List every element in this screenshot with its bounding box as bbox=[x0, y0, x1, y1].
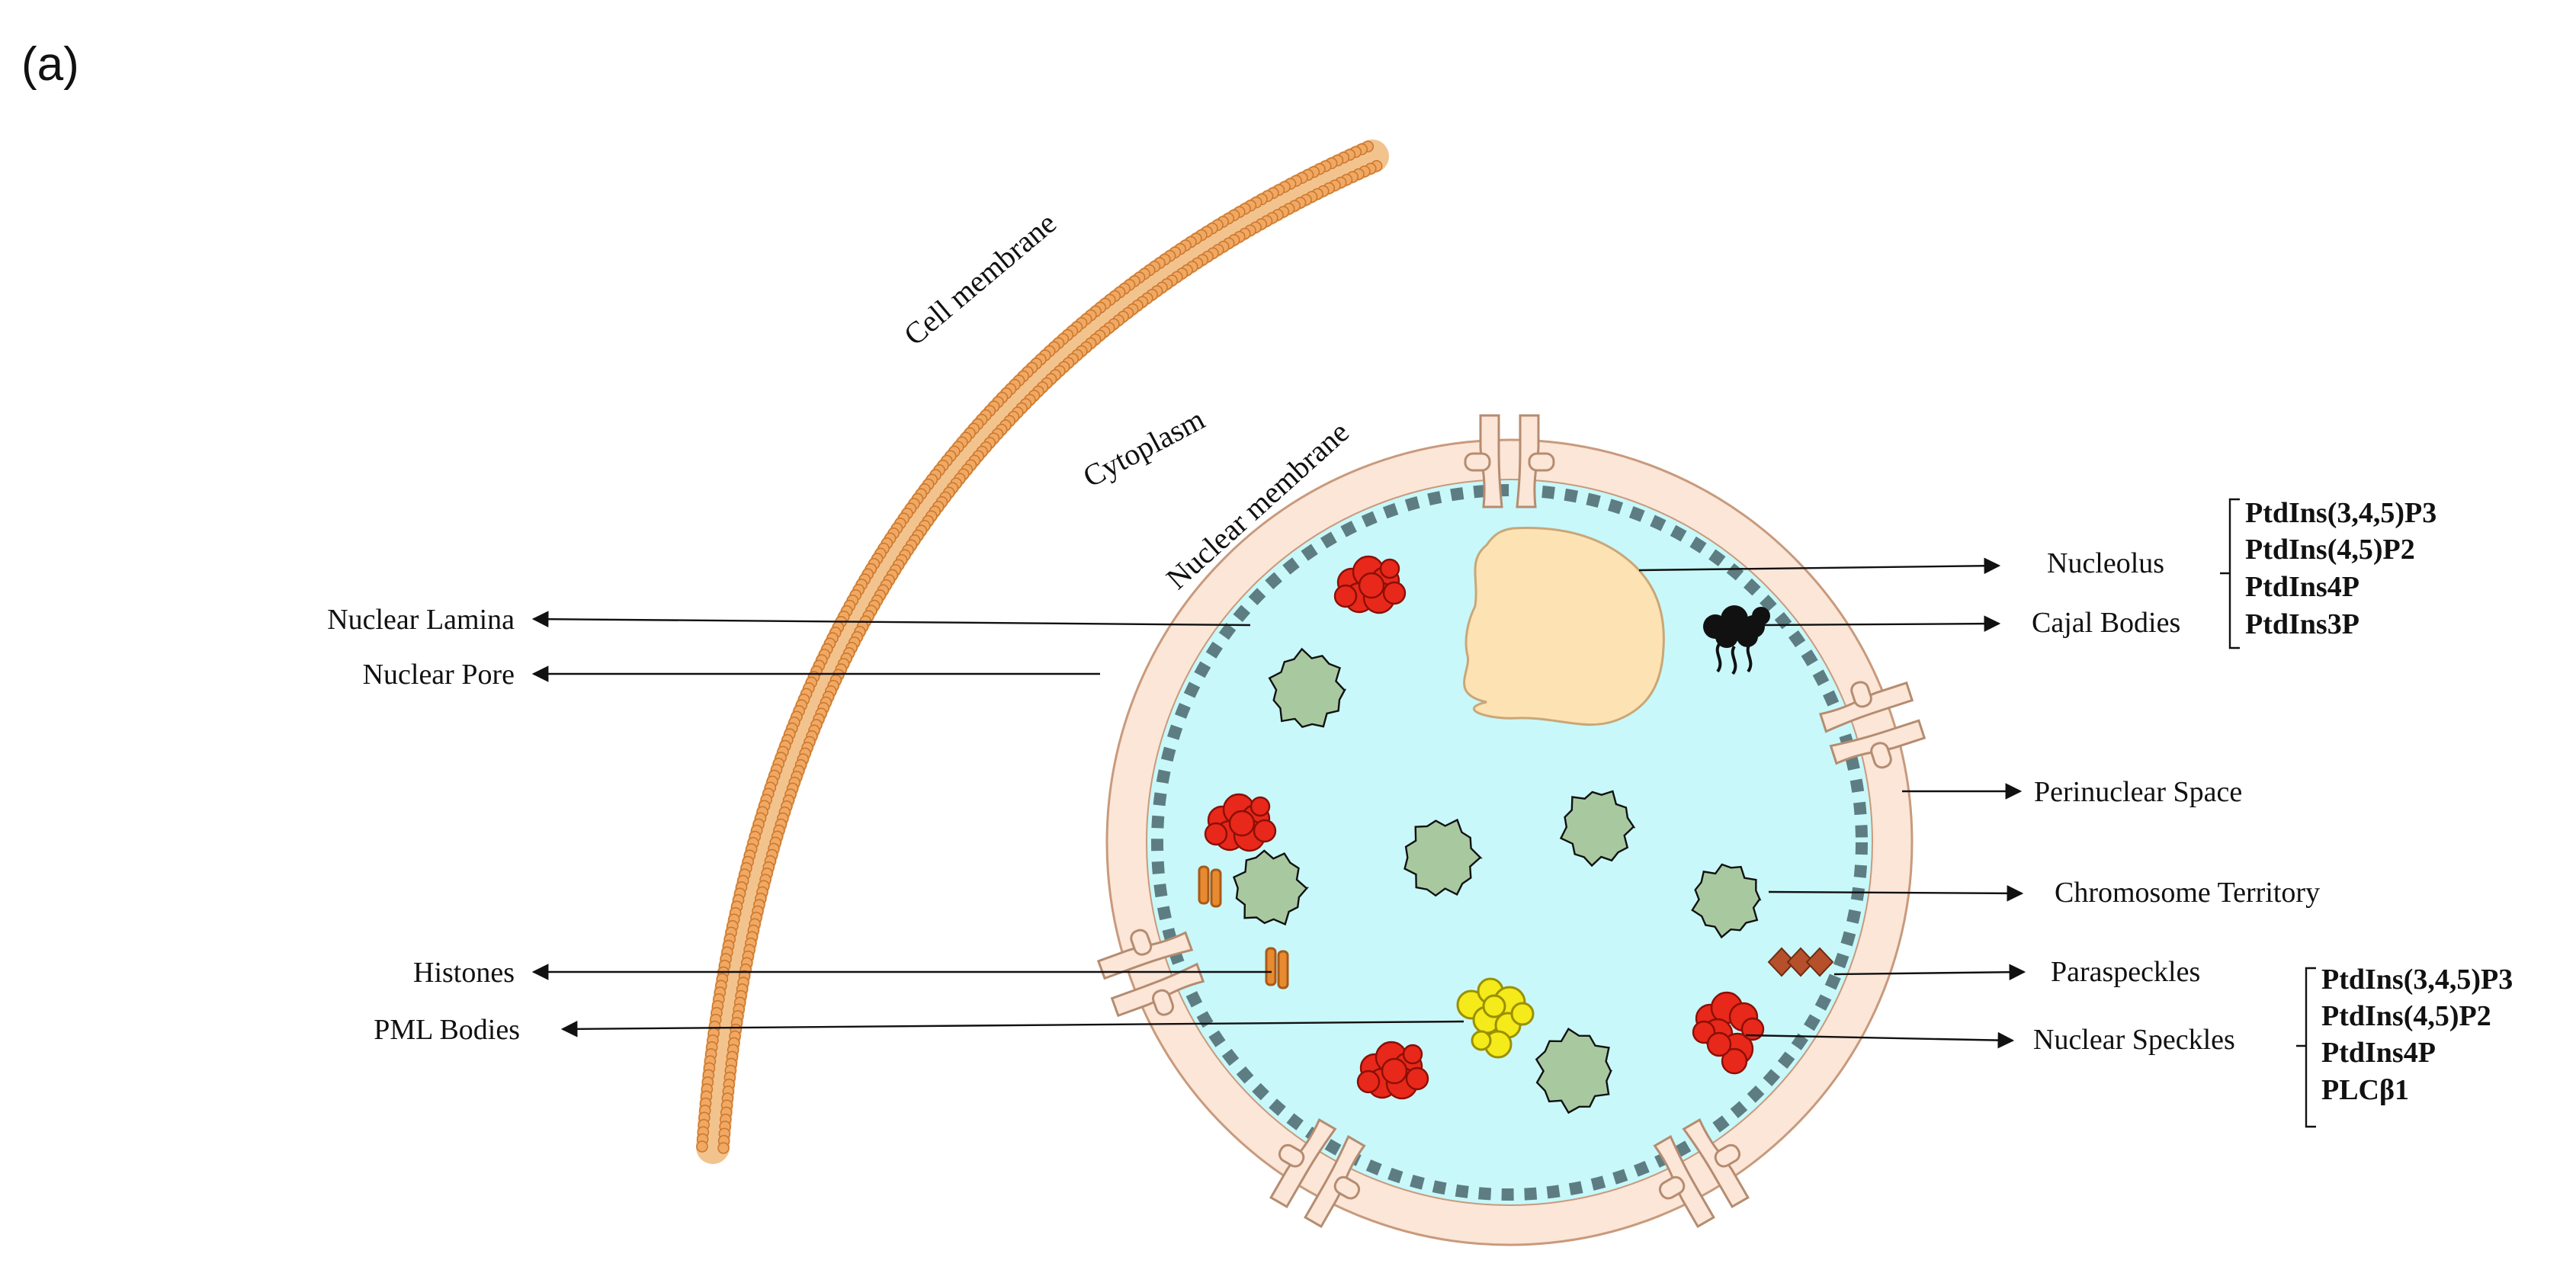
nucleolus bbox=[1463, 527, 1665, 726]
paraspeckles bbox=[1767, 947, 1834, 977]
cytoplasm-label: Cytoplasm bbox=[1077, 402, 1210, 494]
nuclear-lamina bbox=[1151, 484, 1868, 1201]
pml-bodies bbox=[1456, 977, 1535, 1059]
speckle-lipid-3: PtdIns4P bbox=[2321, 1037, 2436, 1069]
speckle-lipid-2: PtdIns(4,5)P2 bbox=[2321, 1000, 2491, 1032]
pointer-lines bbox=[531, 557, 2026, 1049]
perinuclear-space-label: Perinuclear Space bbox=[2034, 776, 2242, 808]
histones bbox=[1198, 865, 1289, 989]
speckle-bracket bbox=[2296, 967, 2316, 1128]
chromosome-territories bbox=[1232, 647, 1762, 1114]
cell-membrane bbox=[696, 140, 1389, 1164]
nucleolus-lipid-3: PtdIns4P bbox=[2245, 571, 2359, 603]
nucleoplasm bbox=[1146, 479, 1873, 1206]
nuclear-pores bbox=[1096, 414, 1926, 1229]
histones-label: Histones bbox=[413, 957, 515, 989]
paraspeckles-label: Paraspeckles bbox=[2051, 956, 2200, 988]
cajal-bodies bbox=[1703, 605, 1770, 675]
nuclear-speckles bbox=[1204, 555, 1765, 1100]
cajal-bodies-label: Cajal Bodies bbox=[2032, 607, 2180, 639]
nuclear-lamina-label: Nuclear Lamina bbox=[327, 604, 515, 636]
nuclear-pore-label: Nuclear Pore bbox=[363, 659, 515, 691]
nuclear-speckles-label: Nuclear Speckles bbox=[2033, 1024, 2235, 1056]
panel-label: (a) bbox=[21, 38, 79, 91]
nucleolus-cajal-bracket bbox=[2220, 498, 2240, 649]
nucleolus-lipid-2: PtdIns(4,5)P2 bbox=[2245, 534, 2415, 566]
chromosome-territory-label: Chromosome Territory bbox=[2055, 877, 2320, 909]
nucleolus-lipid-1: PtdIns(3,4,5)P3 bbox=[2245, 497, 2436, 529]
speckle-lipid-4: PLCβ1 bbox=[2321, 1074, 2409, 1106]
pml-bodies-label: PML Bodies bbox=[374, 1014, 520, 1046]
speckle-lipid-1: PtdIns(3,4,5)P3 bbox=[2321, 964, 2513, 996]
nucleolus-label: Nucleolus bbox=[2047, 547, 2164, 579]
cell-membrane-label: Cell membrane bbox=[897, 206, 1063, 352]
nucleolus-lipid-4: PtdIns3P bbox=[2245, 608, 2359, 640]
